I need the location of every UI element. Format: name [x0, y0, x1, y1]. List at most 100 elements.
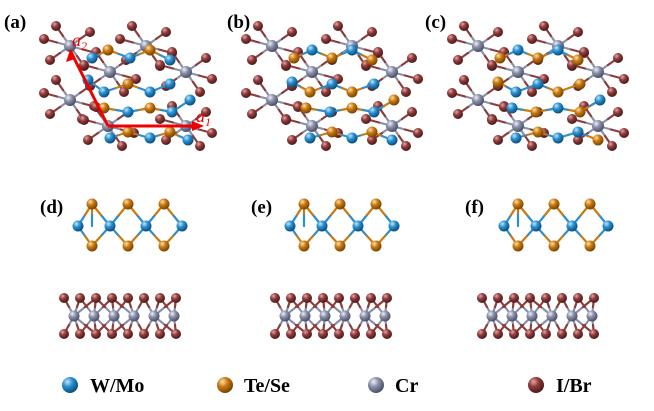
atom-i-br	[85, 27, 95, 37]
atom-i-br	[287, 27, 297, 37]
atom-te-se	[122, 78, 134, 90]
atom-w-mo	[594, 94, 606, 106]
atom-cr	[339, 310, 351, 322]
atom-te-se	[530, 106, 542, 118]
atom-w-mo	[124, 52, 136, 64]
atom-te-se	[300, 102, 312, 114]
atom-i-br	[367, 135, 377, 145]
atom-te-se	[388, 94, 400, 106]
atom-i-br	[619, 74, 629, 84]
atom-i-br	[366, 329, 376, 339]
atom-w-mo	[166, 106, 178, 118]
atom-i-br	[161, 135, 171, 145]
atom-te-se	[144, 44, 156, 56]
atom-i-br	[527, 141, 537, 151]
structure-panel-c	[447, 21, 629, 151]
atom-i-br	[39, 34, 49, 44]
atom-i-br	[589, 329, 599, 339]
atom-i-br	[567, 114, 577, 124]
atom-cr	[512, 66, 524, 78]
atom-i-br	[613, 107, 623, 117]
atom-te-se	[532, 126, 544, 138]
atom-i-br	[487, 115, 497, 125]
atom-i-br	[493, 27, 503, 37]
atom-te-se	[574, 106, 586, 118]
atom-te-se	[158, 198, 170, 210]
panel-label-e: (e)	[251, 197, 272, 218]
atom-w-mo	[506, 102, 518, 114]
atom-i-br	[171, 293, 181, 303]
atom-i-br	[613, 53, 623, 63]
atom-i-br	[487, 60, 497, 70]
atom-i-br	[493, 135, 503, 145]
atom-i-br	[201, 107, 211, 117]
atom-w-mo	[304, 132, 316, 144]
atom-w-mo	[602, 220, 614, 232]
atom-w-mo	[184, 94, 196, 106]
atom-i-br	[589, 293, 599, 303]
atom-i-br	[127, 21, 137, 31]
atom-w-mo	[572, 126, 584, 138]
atom-cr	[379, 310, 391, 322]
atom-te-se	[288, 52, 300, 64]
atom-te-se	[592, 134, 604, 146]
atom-i-br	[293, 102, 303, 112]
atom-i-br	[447, 34, 457, 44]
structure-panel-f	[477, 198, 614, 339]
vector-a1-label: a1	[196, 106, 211, 129]
atom-te-se	[548, 198, 560, 210]
legend-swatch-i-br	[528, 377, 544, 393]
atom-cr	[319, 310, 331, 322]
atom-i-br	[247, 109, 257, 119]
atom-cr	[306, 120, 318, 132]
atom-cr	[279, 310, 291, 322]
atom-te-se	[548, 240, 560, 252]
atom-w-mo	[552, 44, 564, 56]
atom-w-mo	[72, 220, 84, 232]
atom-cr	[526, 310, 538, 322]
atom-i-br	[413, 74, 423, 84]
atom-w-mo	[182, 134, 194, 146]
atom-cr	[180, 66, 192, 78]
atom-cr	[64, 40, 76, 52]
atom-w-mo	[386, 134, 398, 146]
atom-i-br	[541, 293, 551, 303]
atom-w-mo	[144, 86, 156, 98]
atom-i-br	[286, 293, 296, 303]
panel-label-b: (b)	[227, 12, 250, 33]
vector-a2-label: a2	[72, 30, 87, 53]
atom-cr	[266, 94, 278, 106]
atom-i-br	[321, 87, 331, 97]
atom-i-br	[382, 329, 392, 339]
atom-i-br	[75, 293, 85, 303]
atom-w-mo	[510, 132, 522, 144]
atom-i-br	[139, 293, 149, 303]
atom-te-se	[370, 198, 382, 210]
legend: W/Mo Te/Se Cr I/Br	[62, 375, 592, 397]
atom-cr	[299, 310, 311, 322]
atom-i-br	[459, 21, 469, 31]
atom-i-br	[579, 47, 589, 57]
atom-cr	[472, 40, 484, 52]
panel-label-d: (d)	[40, 197, 63, 218]
atom-w-mo	[140, 220, 152, 232]
atom-te-se	[334, 240, 346, 252]
atom-i-br	[333, 21, 343, 31]
atom-te-se	[102, 44, 114, 56]
atom-i-br	[401, 87, 411, 97]
atom-i-br	[366, 293, 376, 303]
structure-panel-a	[39, 21, 217, 151]
atom-i-br	[334, 329, 344, 339]
atom-i-br	[45, 55, 55, 65]
atom-i-br	[527, 34, 537, 44]
atom-te-se	[326, 126, 338, 138]
atom-i-br	[493, 329, 503, 339]
atom-te-se	[334, 198, 346, 210]
structure-panel-d	[59, 198, 188, 339]
atom-i-br	[541, 329, 551, 339]
atom-te-se	[584, 240, 596, 252]
atom-i-br	[367, 27, 377, 37]
atom-w-mo	[346, 132, 358, 144]
atom-te-se	[346, 86, 358, 98]
